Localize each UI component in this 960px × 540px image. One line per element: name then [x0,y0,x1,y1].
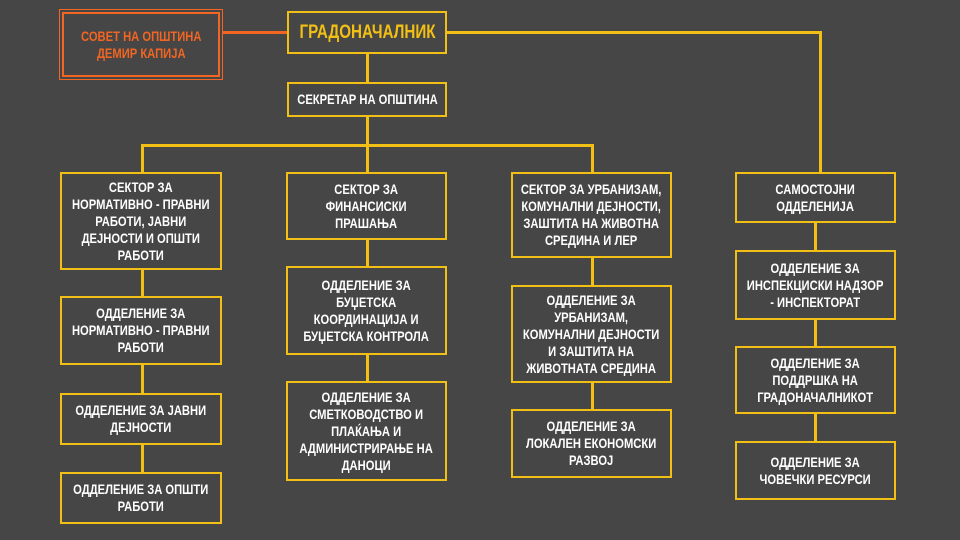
unit-label: ОДДЕЛЕНИЕ ЗА СМЕТКОВОДСТВО И ПЛАЌАЊА И А… [299,388,434,473]
mayor-box: ГРАДОНАЧАЛНИК [287,11,447,54]
sector-legal-box: СЕКТОР ЗА НОРМАТИВНО - ПРАВНИ РАБОТИ, ЈА… [60,172,222,270]
sector-urbanism-box: СЕКТОР ЗА УРБАНИЗАМ, КОМУНАЛНИ ДЕЈНОСТИ,… [511,172,672,258]
unit-box: ОДДЕЛЕНИЕ ЗА БУЏЕТСКА КООРДИНАЦИЈА И БУЏ… [286,266,447,355]
unit-label: ОДДЕЛЕНИЕ ЗА ЧОВЕЧКИ РЕСУРСИ [759,453,872,487]
mayor-independent-connector [447,31,822,34]
unit-box: ОДДЕЛЕНИЕ ЗА ЧОВЕЧКИ РЕСУРСИ [735,441,896,500]
unit-label: ОДДЕЛЕНИЕ ЗА УРБАНИЗАМ, КОМУНАЛНИ ДЕЈНОС… [523,291,660,376]
sector-label: СЕКТОР ЗА ФИНАНСИСКИ ПРАШАЊА [326,180,407,231]
council-label: СОВЕТ НА ОПШТИНА ДЕМИР КАПИЈА [80,27,202,61]
unit-box: ОДДЕЛЕНИЕ ЗА ЈАВНИ ДЕЈНОСТИ [60,393,222,445]
secretary-box: СЕКРЕТАР НА ОПШТИНА [287,82,447,117]
sector-label: САМОСТОЈНИ ОДДЕЛЕНИЈА [775,180,856,214]
unit-label: ОДДЕЛЕНИЕ ЗА ИНСПЕКЦИСКИ НАДЗОР - ИНСПЕК… [747,259,884,310]
unit-box: ОДДЕЛЕНИЕ ЗА СМЕТКОВОДСТВО И ПЛАЌАЊА И А… [286,381,447,481]
unit-label: ОДДЕЛЕНИЕ ЗА ЛОКАЛЕН ЕКОНОМСКИ РАЗВОЈ [526,418,657,468]
unit-label: ОДДЕЛЕНИЕ ЗА ЈАВНИ ДЕЈНОСТИ [75,402,207,435]
unit-label: ОДДЕЛЕНИЕ ЗА ОПШТИ РАБОТИ [73,481,209,514]
independent-connector [814,172,817,500]
unit-box: ОДДЕЛЕНИЕ ЗА УРБАНИЗАМ, КОМУНАЛНИ ДЕЈНОС… [511,285,672,383]
unit-box: ОДДЕЛЕНИЕ ЗА ОПШТИ РАБОТИ [60,472,222,524]
council-box: СОВЕТ НА ОПШТИНА ДЕМИР КАПИЈА [59,9,223,80]
council-mayor-connector [222,31,287,34]
sector-label: СЕКТОР ЗА УРБАНИЗАМ, КОМУНАЛНИ ДЕЈНОСТИ,… [521,181,662,248]
unit-box: ОДДЕЛЕНИЕ ЗА ЛОКАЛЕН ЕКОНОМСКИ РАЗВОЈ [511,409,672,478]
unit-box: ОДДЕЛЕНИЕ ЗА НОРМАТИВНО - ПРАВНИ РАБОТИ [60,296,222,365]
mayor-label: ГРАДОНАЧАЛНИК [298,21,436,43]
unit-label: ОДДЕЛЕНИЕ ЗА ПОДДРШКА НА ГРАДОНАЧАЛНИКОТ [757,354,874,405]
sector-label: СЕКТОР ЗА НОРМАТИВНО - ПРАВНИ РАБОТИ, ЈА… [72,178,210,263]
independent-units-box: САМОСТОЈНИ ОДДЕЛЕНИЈА [735,172,896,223]
unit-label: ОДДЕЛЕНИЕ ЗА НОРМАТИВНО - ПРАВНИ РАБОТИ [72,305,210,355]
unit-label: ОДДЕЛЕНИЕ ЗА БУЏЕТСКА КООРДИНАЦИЈА И БУЏ… [303,276,430,344]
mayor-independent-connector-down [819,31,822,172]
sector-finance-box: СЕКТОР ЗА ФИНАНСИСКИ ПРАШАЊА [286,172,447,240]
unit-box: ОДДЕЛЕНИЕ ЗА ИНСПЕКЦИСКИ НАДЗОР - ИНСПЕК… [735,250,896,320]
secretary-label: СЕКРЕТАР НА ОПШТИНА [296,91,438,107]
unit-box: ОДДЕЛЕНИЕ ЗА ПОДДРШКА НА ГРАДОНАЧАЛНИКОТ [735,346,896,414]
